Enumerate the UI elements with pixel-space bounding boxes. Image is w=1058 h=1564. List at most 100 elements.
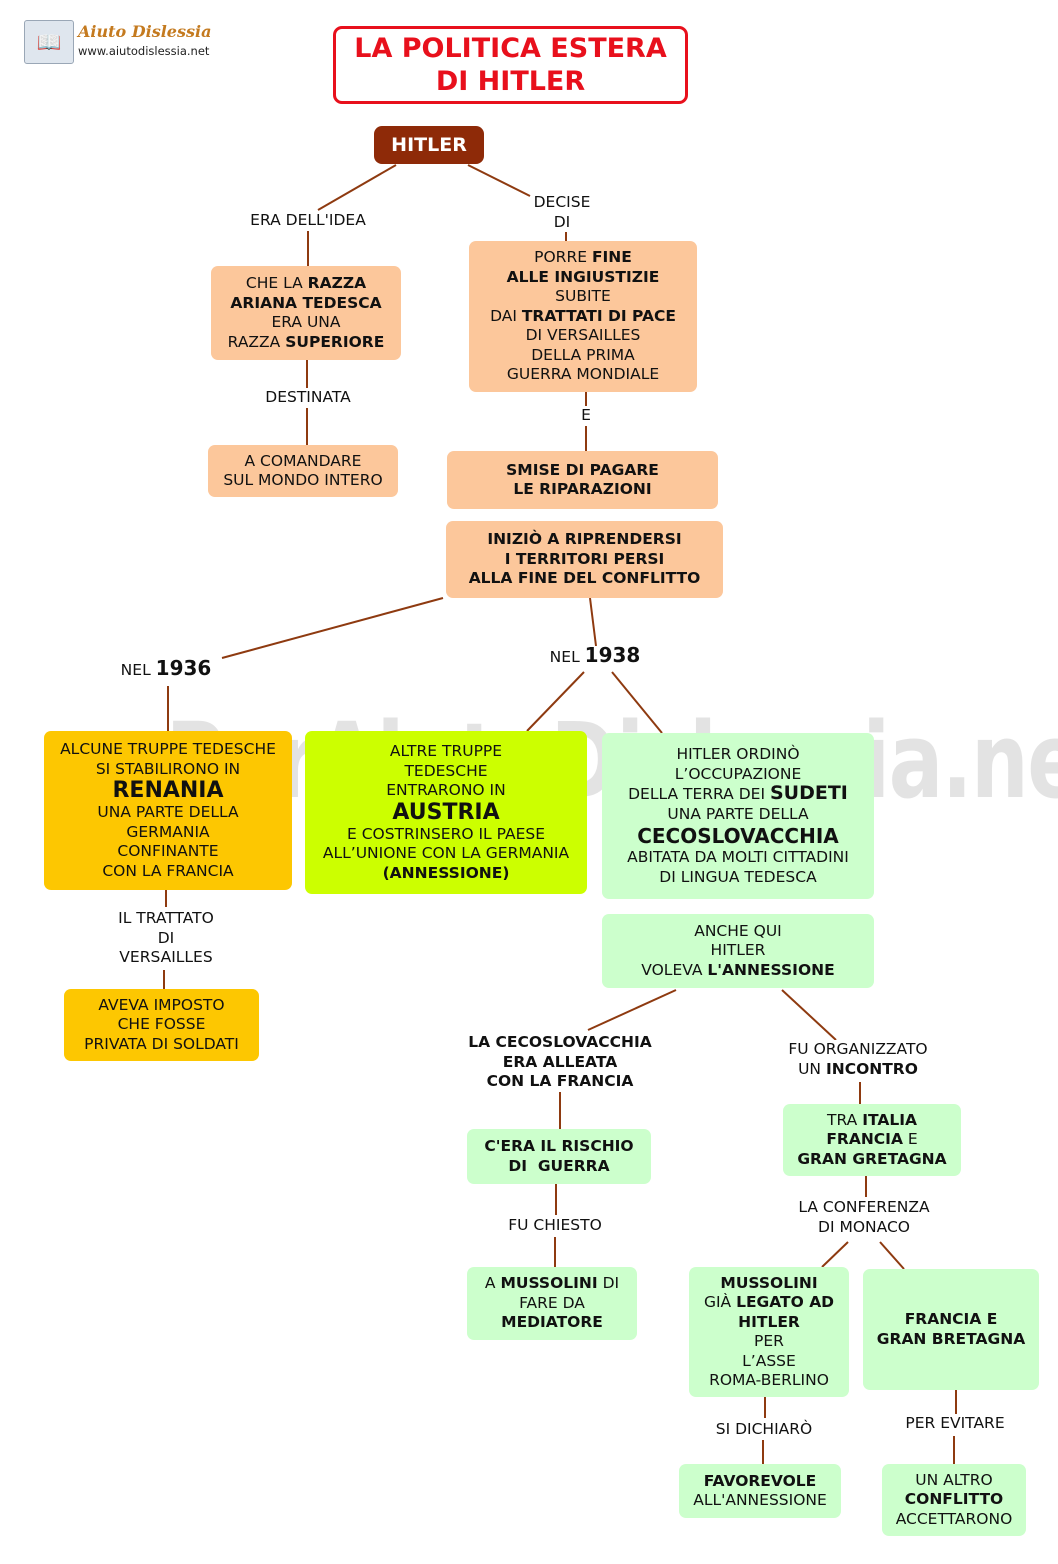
- node-text: ALLA FINE DEL CONFLITTO: [468, 569, 701, 588]
- label-nel-1938-prefix: NEL: [549, 648, 580, 666]
- node-line: ERA UNA: [271, 313, 341, 331]
- node-aveva-imposto: AVEVA IMPOSTO CHE FOSSE PRIVATA DI SOLDA…: [64, 989, 259, 1061]
- node-line: UNA PARTE DELLA: [667, 804, 809, 823]
- node-text: A: [484, 1274, 496, 1293]
- node-line: HITLER: [738, 1313, 800, 1333]
- link-1938-austria: [526, 671, 585, 732]
- node-line: CON LA FRANCIA: [468, 1072, 651, 1092]
- node-line: ALLE INGIUSTIZIE: [507, 268, 660, 288]
- label-destinata: DESTINATA: [265, 388, 351, 408]
- node-text: ITALIA: [862, 1110, 917, 1129]
- node-line: LA CECOSLOVACCHIA: [468, 1033, 651, 1053]
- link-hitler-decise: [467, 164, 531, 197]
- node-text: CONFLITTO: [904, 1490, 1004, 1509]
- node-line: DI GUERRA: [508, 1157, 609, 1177]
- logo[interactable]: 📖 Aiuto Dislessia www.aiutodislessia.net: [24, 20, 214, 64]
- node-line: ERA ALLEATA: [468, 1053, 651, 1073]
- node-line: DI VERSAILLES: [525, 326, 641, 345]
- logo-url[interactable]: www.aiutodislessia.net: [78, 44, 210, 58]
- node-line: CHE LA RAZZA: [246, 274, 366, 294]
- node-comandare: A COMANDARE SUL MONDO INTERO: [208, 445, 398, 497]
- node-line: C'ERA IL RISCHIO: [484, 1137, 633, 1157]
- node-line: ENTRARONO IN: [386, 781, 506, 799]
- node-line: FAVOREVOLE: [704, 1472, 817, 1492]
- node-text: FAVOREVOLE: [703, 1471, 817, 1490]
- node-line: FRANCIA E: [905, 1310, 998, 1330]
- link-inizio-1936: [221, 597, 444, 659]
- label-trattato-line-1: IL TRATTATO: [118, 909, 214, 927]
- node-line: MUSSOLINI: [720, 1274, 817, 1294]
- link-1938-sudeti: [611, 671, 663, 734]
- node-favorevole: FAVOREVOLE ALL'ANNESSIONE: [679, 1464, 841, 1518]
- node-line: L’OCCUPAZIONE: [674, 764, 802, 783]
- node-text: DELLA TERRA DEI: [628, 785, 766, 803]
- link-hitler-idea: [317, 164, 397, 211]
- label-nel-1936-prefix: NEL: [120, 661, 151, 679]
- node-line: ROMA-BERLINO: [709, 1371, 829, 1389]
- node-line: DELLA TERRA DEI SUDETI: [628, 783, 848, 805]
- link-anchequi-incontro: [781, 989, 837, 1041]
- node-text: HITLER: [738, 1312, 800, 1331]
- node-text: FINE: [591, 248, 632, 267]
- label-era-idea: ERA DELL'IDEA: [250, 211, 366, 231]
- node-line: TEDESCHE: [404, 761, 488, 780]
- node-line: HITLER: [710, 941, 766, 960]
- node-text: FRANCIA E: [904, 1310, 998, 1328]
- node-text: LE RIPARAZIONI: [513, 480, 652, 498]
- node-line: FARE DA: [519, 1293, 585, 1312]
- link-anchequi-alleata: [587, 989, 677, 1031]
- label-year-1936: 1936: [155, 656, 212, 680]
- node-line: A COMANDARE: [244, 451, 362, 470]
- node-razza-ariana: CHE LA RAZZA ARIANA TEDESCA ERA UNA RAZZ…: [211, 266, 401, 360]
- node-text: ERA ALLEATA: [502, 1052, 618, 1071]
- node-text: CON LA FRANCIA: [486, 1072, 634, 1090]
- node-porre-fine: PORRE FINE ALLE INGIUSTIZIE SUBITE DAI T…: [469, 241, 697, 392]
- node-text: RAZZA: [227, 332, 281, 351]
- node-line: PRIVATA DI SOLDATI: [84, 1034, 239, 1053]
- node-text: FRANCIA: [826, 1130, 903, 1149]
- node-line: ALCUNE TRUPPE TEDESCHE: [60, 740, 276, 758]
- label-conferenza-line-2: DI MONACO: [818, 1217, 910, 1236]
- node-line: UNA PARTE DELLA: [97, 803, 239, 821]
- node-line: LE RIPARAZIONI: [513, 480, 651, 500]
- node-line: DI LINGUA TEDESCA: [659, 867, 817, 886]
- node-line: ARIANA TEDESCA: [230, 294, 381, 314]
- node-text: SMISE DI PAGARE: [506, 460, 659, 479]
- node-text: L'ANNESSIONE: [707, 960, 835, 979]
- node-text: TRATTATI DI PACE: [521, 306, 676, 325]
- label-decise: DECISE DI: [533, 193, 591, 232]
- label-conferenza: LA CONFERENZA DI MONACO: [798, 1198, 930, 1237]
- node-line: CON LA FRANCIA: [102, 861, 234, 880]
- node-text: GRAN BRETAGNA: [876, 1329, 1026, 1348]
- node-text: DI: [602, 1274, 620, 1293]
- node-text: PORRE: [534, 248, 588, 267]
- node-line: PORRE FINE: [534, 248, 632, 268]
- node-line: FRANCIA E: [826, 1130, 917, 1150]
- label-trattato-line-2: DI: [157, 928, 175, 947]
- link-conferenza-mussolini: [821, 1241, 849, 1268]
- node-text: E: [907, 1130, 918, 1149]
- node-line-highlight: RENANIA: [112, 778, 224, 803]
- node-line: ALL’UNIONE CON LA GERMANIA: [322, 844, 570, 862]
- node-line: RAZZA SUPERIORE: [228, 333, 385, 353]
- node-austria: ALTRE TRUPPE TEDESCHE ENTRARONO IN AUSTR…: [305, 731, 587, 894]
- node-line: DELLA PRIMA: [531, 345, 635, 364]
- node-line: VOLEVA L'ANNESSIONE: [641, 961, 834, 981]
- label-nel-1936: NEL 1936: [120, 656, 212, 681]
- node-inizio-riprendersi: INIZIÒ A RIPRENDERSI I TERRITORI PERSI A…: [446, 521, 723, 598]
- node-text: GIÀ: [703, 1293, 732, 1311]
- node-line: SI STABILIRONO IN: [95, 759, 241, 778]
- label-si-dichiaro: SI DICHIARÒ: [715, 1420, 813, 1440]
- node-line: MEDIATORE: [501, 1313, 603, 1333]
- node-text: LA CECOSLOVACCHIA: [468, 1033, 652, 1051]
- node-line: GIÀ LEGATO AD: [704, 1293, 834, 1313]
- label-fu-organizzato: FU ORGANIZZATO UN INCONTRO: [788, 1040, 928, 1079]
- node-line: (ANNESSIONE): [383, 864, 510, 884]
- node-line: SUBITE: [555, 287, 611, 306]
- node-rischio-guerra: C'ERA IL RISCHIO DI GUERRA: [467, 1129, 651, 1184]
- node-text: MUSSOLINI: [500, 1274, 598, 1293]
- node-text: RAZZA: [307, 274, 367, 292]
- node-text: ARIANA TEDESCA: [230, 293, 382, 312]
- node-sudeti: HITLER ORDINÒ L’OCCUPAZIONE DELLA TERRA …: [602, 733, 874, 899]
